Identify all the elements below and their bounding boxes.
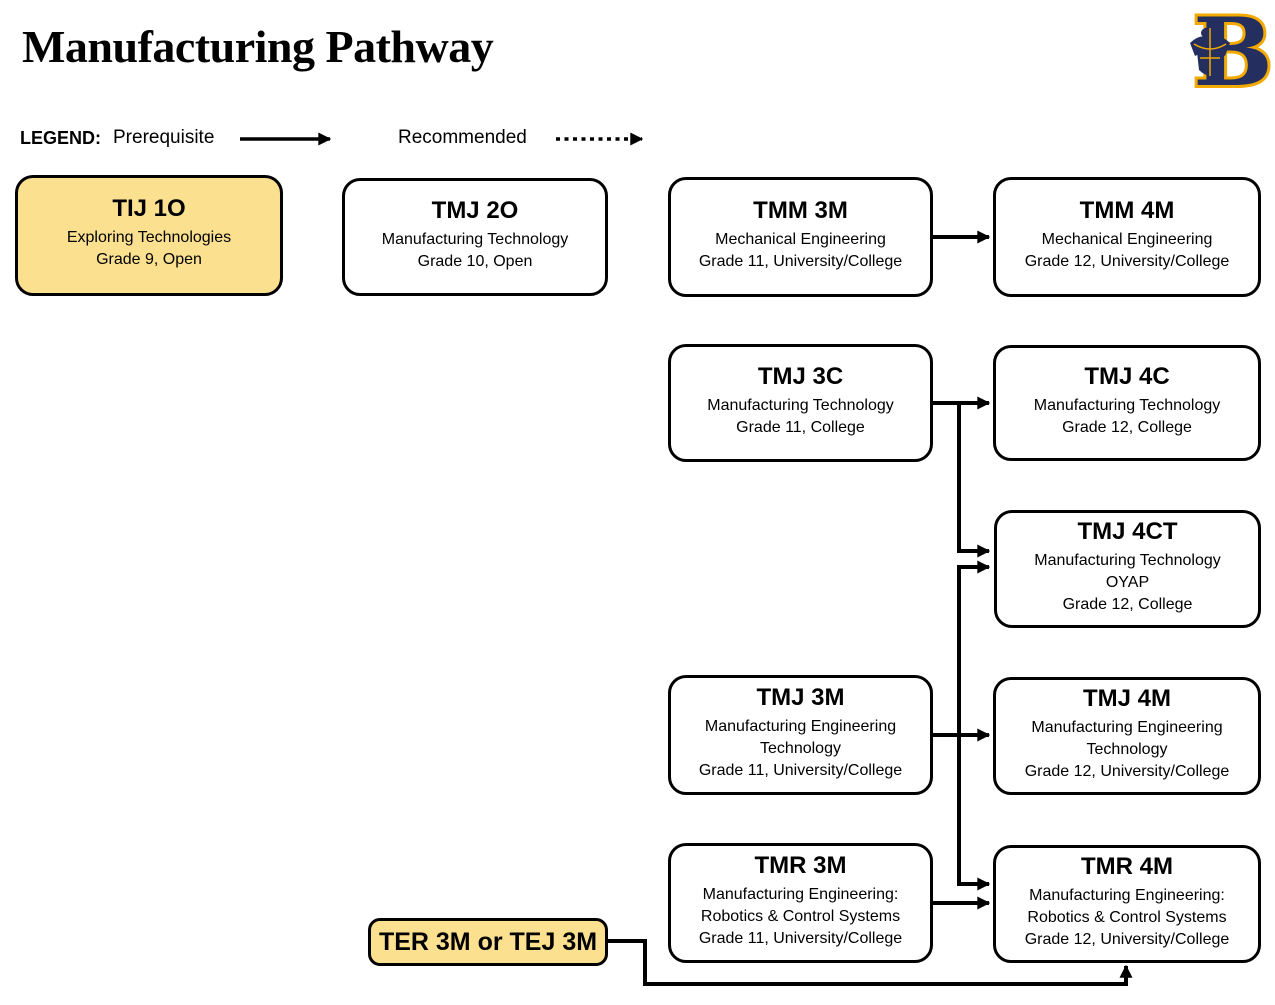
course-desc2: Technology <box>1086 740 1168 758</box>
logo-letter-b-icon: B <box>1193 6 1272 104</box>
course-box-ter-3m-or-tej-3m: TER 3M or TEJ 3M <box>368 918 608 966</box>
course-code: TMJ 2O <box>431 196 519 224</box>
legend-prerequisite-label: Prerequisite <box>113 127 215 148</box>
school-logo: B <box>1190 6 1272 104</box>
legend-recommended-label: Recommended <box>398 127 527 148</box>
course-desc: Manufacturing Engineering <box>704 717 897 735</box>
course-code: TMJ 4C <box>1084 362 1170 390</box>
course-box-tmm-3m: TMM 3M Mechanical Engineering Grade 11, … <box>668 177 933 297</box>
course-desc: Manufacturing Technology <box>1034 551 1221 569</box>
course-grade: Grade 12, University/College <box>1024 762 1230 780</box>
course-code: TER 3M or TEJ 3M <box>378 927 598 956</box>
course-code: TMR 4M <box>1081 852 1173 880</box>
page-title: Manufacturing Pathway <box>22 21 494 72</box>
course-grade: Grade 11, College <box>736 418 865 436</box>
course-grade: Grade 11, University/College <box>698 252 903 270</box>
course-grade: Grade 9, Open <box>96 251 202 268</box>
course-desc: Manufacturing Technology <box>381 230 569 248</box>
logo-crest-icon <box>1190 27 1230 76</box>
course-desc: Manufacturing Technology <box>1033 396 1221 414</box>
course-box-tmj-2o: TMJ 2O Manufacturing Technology Grade 10… <box>342 178 608 296</box>
course-grade: Grade 10, Open <box>417 252 533 270</box>
course-desc: Manufacturing Engineering <box>1031 718 1223 736</box>
course-box-tmj-3c: TMJ 3C Manufacturing Technology Grade 11… <box>668 344 933 462</box>
course-desc: Manufacturing Technology <box>707 396 894 414</box>
course-desc: Manufacturing Engineering: <box>702 885 899 903</box>
course-code: TMR 3M <box>754 851 847 879</box>
course-code: TMJ 4CT <box>1077 517 1178 545</box>
arrow-tmj3m-to-tmj4ct <box>957 560 991 735</box>
course-grade: Grade 11, University/College <box>698 761 903 779</box>
course-code: TIJ 1O <box>112 195 186 222</box>
course-code: TMJ 3M <box>756 683 845 711</box>
course-code: TMM 4M <box>1079 196 1175 224</box>
course-box-tmm-4m: TMM 4M Mechanical Engineering Grade 12, … <box>993 177 1261 297</box>
course-grade: Grade 12, University/College <box>1024 930 1230 948</box>
course-desc: Exploring Technologies <box>66 229 232 246</box>
course-code: TMM 3M <box>753 196 848 224</box>
course-box-tmr-3m: TMR 3M Manufacturing Engineering: Roboti… <box>668 843 933 963</box>
course-oyap: OYAP <box>1105 573 1150 591</box>
course-desc2: Technology <box>760 739 841 757</box>
course-box-tmr-4m: TMR 4M Manufacturing Engineering: Roboti… <box>993 845 1261 963</box>
course-box-tmj-4m: TMJ 4M Manufacturing Engineering Technol… <box>993 677 1261 795</box>
course-desc: Manufacturing Engineering: <box>1029 886 1225 904</box>
arrow-tmj3c-to-tmj4ct <box>957 405 991 558</box>
course-grade: Grade 11, University/College <box>698 929 903 947</box>
course-code: TMJ 4M <box>1082 684 1171 712</box>
course-box-tmj-4ct: TMJ 4CT Manufacturing Technology OYAP Gr… <box>994 510 1261 628</box>
course-box-tij-1o: TIJ 1O Exploring Technologies Grade 9, O… <box>15 175 283 296</box>
course-code: TMJ 3C <box>757 362 844 390</box>
course-box-tmj-4c: TMJ 4C Manufacturing Technology Grade 12… <box>993 345 1261 461</box>
course-desc: Mechanical Engineering <box>715 230 886 248</box>
arrow-tmj3m-to-tmr4m <box>957 735 991 891</box>
course-grade: Grade 12, College <box>1062 418 1192 436</box>
legend-label: LEGEND: <box>20 128 101 148</box>
course-desc2: Robotics & Control Systems <box>1027 908 1227 926</box>
course-desc2: Robotics & Control Systems <box>700 907 901 925</box>
course-box-tmj-3m: TMJ 3M Manufacturing Engineering Technol… <box>668 675 933 795</box>
course-desc: Mechanical Engineering <box>1041 230 1213 248</box>
course-grade: Grade 12, College <box>1062 595 1193 613</box>
course-grade: Grade 12, University/College <box>1024 252 1230 270</box>
